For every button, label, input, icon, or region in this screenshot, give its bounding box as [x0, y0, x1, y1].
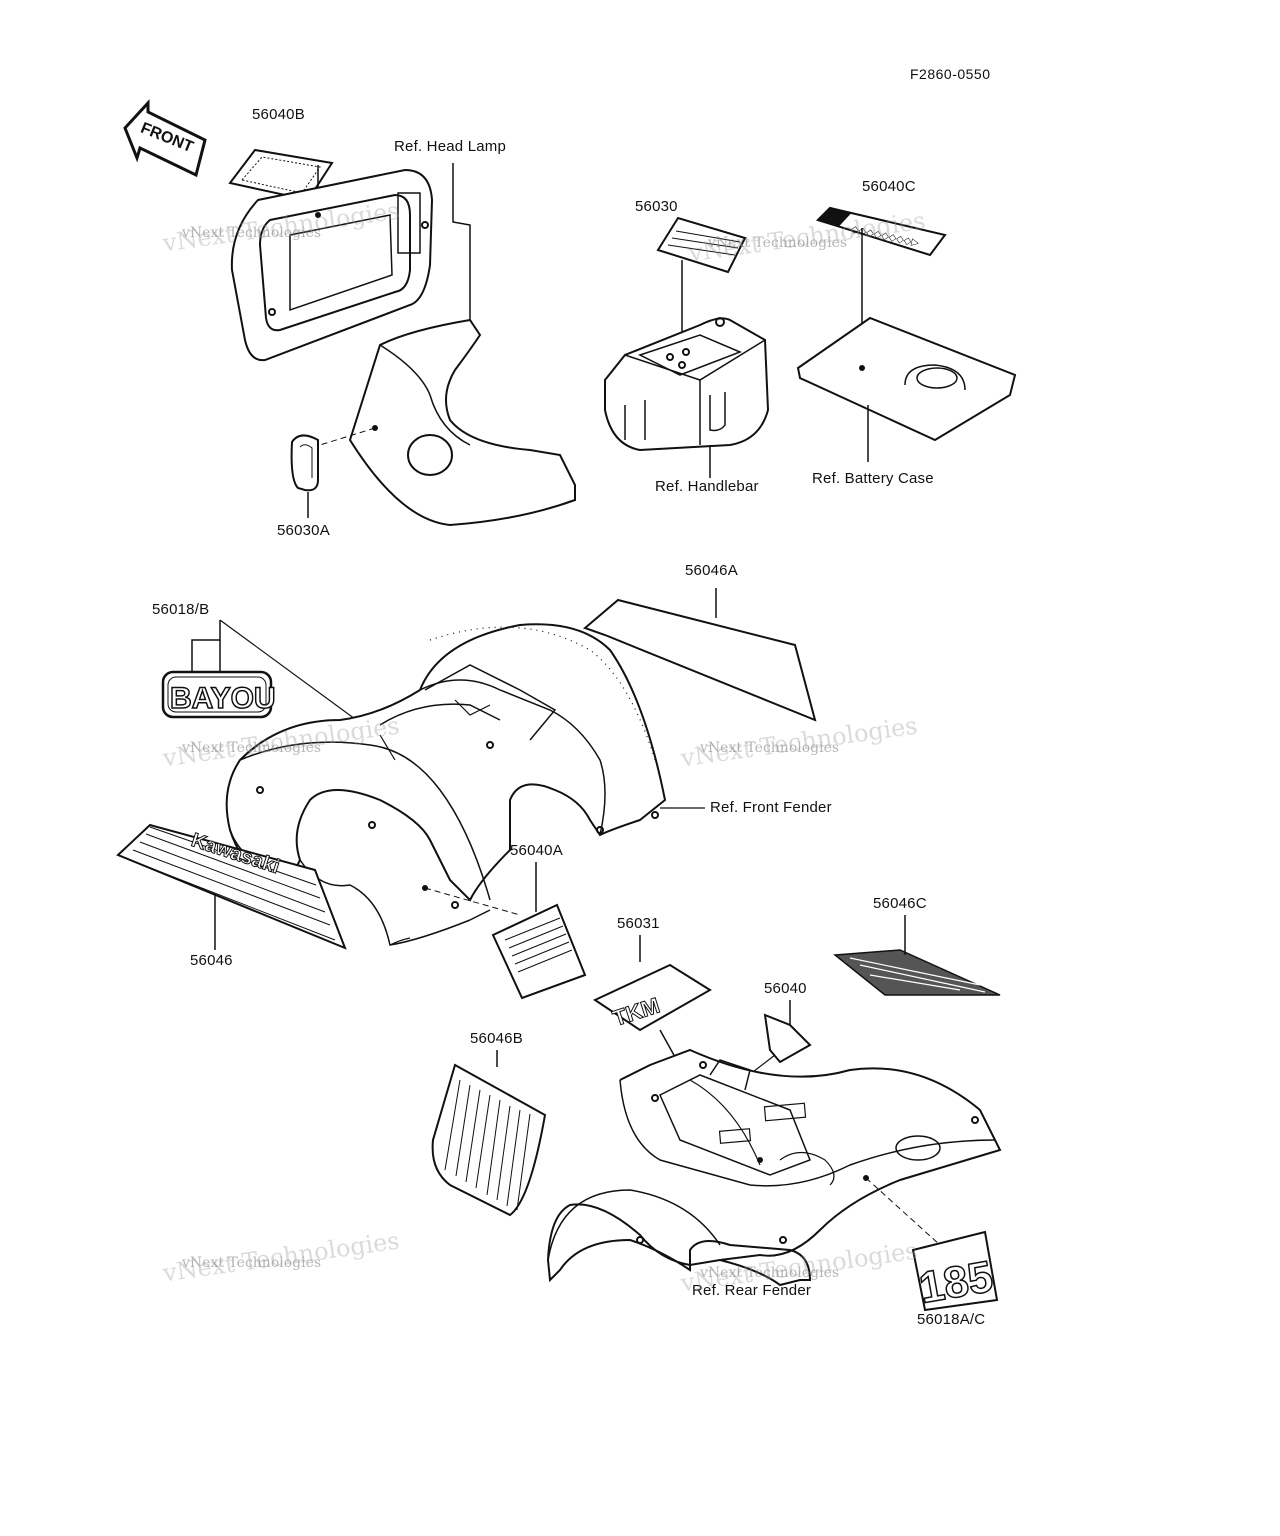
decal-56040	[744, 1000, 812, 1079]
decal-bayou: BAYOU	[161, 619, 371, 731]
head-lamp-housing	[230, 168, 434, 362]
battery-case-cover	[796, 316, 1017, 462]
label-56018b: 56018/B	[152, 601, 210, 618]
label-ref-battery-case: Ref. Battery Case	[812, 470, 934, 487]
label-ref-handlebar: Ref. Handlebar	[655, 478, 759, 495]
label-56046: 56046	[190, 952, 233, 969]
decal-185: 185	[911, 1230, 999, 1314]
handlebar-cover	[604, 317, 770, 478]
label-56040: 56040	[764, 980, 807, 997]
label-56030a: 56030A	[277, 522, 330, 539]
front-arrow-icon: FRONT	[123, 99, 207, 178]
decal-56046c	[833, 915, 1001, 996]
front-cowl	[319, 318, 576, 527]
label-56030: 56030	[635, 198, 678, 215]
decal-56040b	[228, 148, 334, 215]
label-56018ac: 56018A/C	[917, 1311, 986, 1328]
decal-56030a	[290, 434, 319, 518]
rear-fender	[546, 1048, 1002, 1287]
label-56046b: 56046B	[470, 1030, 523, 1047]
label-56040a: 56040A	[510, 842, 563, 859]
decal-56046b	[431, 1050, 547, 1217]
decal-kawasaki: Kawasaki	[116, 823, 347, 950]
label-56040b: 56040B	[252, 106, 305, 123]
decal-56040a	[491, 862, 587, 1000]
bayou-text: BAYOU	[170, 682, 276, 715]
front-fender	[225, 623, 705, 946]
label-56046c: 56046C	[873, 895, 927, 912]
label-56040c: 56040C	[862, 178, 916, 195]
label-ref-rear-fender: Ref. Rear Fender	[692, 1282, 812, 1299]
label-ref-front-fender: Ref. Front Fender	[710, 799, 832, 816]
label-56046a: 56046A	[685, 562, 738, 579]
label-56031: 56031	[617, 915, 660, 932]
label-ref-head-lamp: Ref. Head Lamp	[394, 138, 507, 155]
figure-code: F2860-0550	[910, 66, 991, 82]
decal-56046a	[583, 588, 817, 722]
